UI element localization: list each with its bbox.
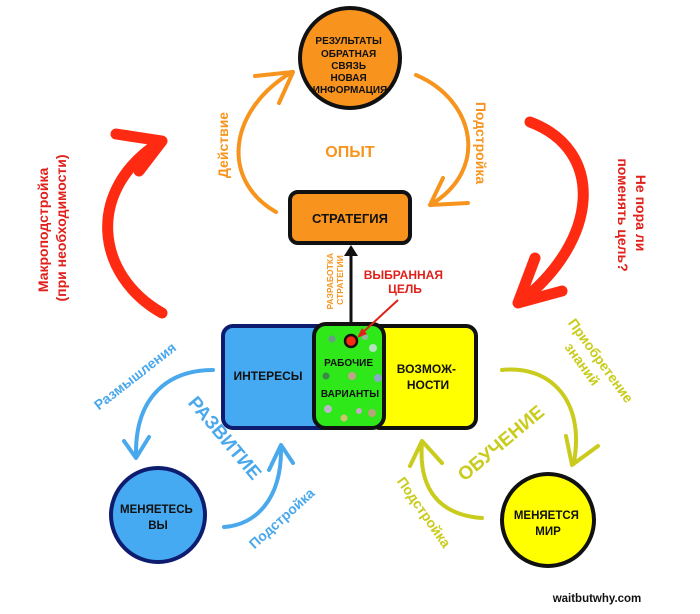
reflection-label: Размышления xyxy=(91,339,179,413)
strategy-development-line-1: РАЗРАБОТКА xyxy=(325,253,335,310)
chosen-goal-line-2: ЦЕЛЬ xyxy=(388,282,422,296)
chosen-goal: ВЫБРАННАЯ ЦЕЛЬ xyxy=(357,268,447,338)
results-line-2: ОБРАТНАЯ xyxy=(321,49,376,60)
option-dot xyxy=(328,335,336,343)
option-dots xyxy=(322,334,382,422)
growth-adjust-arrow xyxy=(222,445,284,529)
svg-text:Приобретение знаний: Приобретение знаний xyxy=(551,315,639,419)
watermark: waitbutwhy.com xyxy=(552,593,642,605)
option-dot xyxy=(348,372,356,380)
learning-adjust-arrowhead xyxy=(408,439,444,468)
options-line-2: ВАРИАНТЫ xyxy=(321,389,379,400)
world-changes-line-1: МЕНЯЕТСЯ xyxy=(514,510,579,522)
adjust-label-top: Подстройка xyxy=(473,102,489,184)
option-dot xyxy=(369,344,377,352)
option-dot xyxy=(362,334,368,340)
growth-adjust-label: Подстройка xyxy=(246,485,318,552)
action-label: Действие xyxy=(215,112,231,178)
opportunities-line-1: ВОЗМОЖ- xyxy=(397,362,456,376)
strategy-box xyxy=(288,190,412,245)
world-changes-circle xyxy=(500,472,596,568)
option-dot xyxy=(322,372,330,380)
strategy-development-arrowhead xyxy=(344,245,358,256)
macro-adjust-line-1: Макроподстройка xyxy=(35,168,51,293)
adjust-arrow xyxy=(414,73,471,207)
chosen-goal-line-1: ВЫБРАННАЯ xyxy=(364,268,443,282)
chosen-goal-pointer-head xyxy=(357,328,367,338)
change-goal-line-1: Не пора ли xyxy=(633,175,649,252)
results-line-1: РЕЗУЛЬТАТЫ xyxy=(315,36,382,47)
knowledge-arrow xyxy=(500,367,578,464)
svg-text:ВЫБРАННАЯ ЦЕЛЬ: ВЫБРАННАЯ ЦЕЛЬ xyxy=(364,268,447,296)
reflection-arrow xyxy=(133,368,215,457)
action-arrowhead xyxy=(253,70,295,105)
option-dot xyxy=(356,408,362,414)
macro-adjust-line-2: (при необходимости) xyxy=(53,154,69,301)
interests-label: ИНТЕРЕСЫ xyxy=(233,369,302,383)
knowledge-arrowhead xyxy=(564,434,600,467)
action-arrow xyxy=(236,70,294,214)
strategy-label: СТРАТЕГИЯ xyxy=(312,211,388,226)
you-change-line-1: МЕНЯЕТЕСЬ xyxy=(120,504,193,516)
svg-text:РЕЗУЛЬТАТЫ ОБРАТНАЯ: РЕЗУЛЬТАТЫ ОБРАТНАЯ СВЯЗЬ НОВАЯ ИНФОРМАЦ… xyxy=(313,36,388,96)
learning-adjust-label: Подстройка xyxy=(394,474,454,551)
macro-adjust: Макроподстройка (при необходимости) xyxy=(35,128,168,319)
svg-text:МЕНЯЕТСЯ МИР: МЕНЯЕТСЯ МИР xyxy=(514,510,582,538)
results-circle xyxy=(298,6,402,110)
svg-text:РАБОЧИЕ ВАРИАНТЫ: РАБОЧИЕ ВАРИАНТЫ xyxy=(321,358,379,400)
svg-text:МЕНЯЕТЕСЬ ВЫ: МЕНЯЕТЕСЬ ВЫ xyxy=(120,504,196,532)
experience-label: ОПЫТ xyxy=(325,144,375,161)
macro-adjust-arrowhead xyxy=(110,128,168,177)
change-goal-line-2: поменять цель? xyxy=(615,158,631,271)
macro-adjust-arrow xyxy=(102,136,168,319)
option-dot xyxy=(368,409,376,417)
world-changes-line-2: МИР xyxy=(535,526,561,538)
experience-cycle: РЕЗУЛЬТАТЫ ОБРАТНАЯ СВЯЗЬ НОВАЯ ИНФОРМАЦ… xyxy=(215,6,489,245)
option-dot xyxy=(340,414,348,422)
you-change-line-2: ВЫ xyxy=(148,520,168,532)
options-line-1: РАБОЧИЕ xyxy=(324,358,373,369)
growth-adjust-arrowhead xyxy=(267,443,295,472)
results-line-3: СВЯЗЬ xyxy=(331,61,366,72)
svg-text:Макроподстройка (при нео: Макроподстройка (при необходимости) xyxy=(35,154,69,301)
svg-text:ВОЗМОЖ- НОСТИ: ВОЗМОЖ- НОСТИ xyxy=(397,362,460,392)
learning-adjust-arrow xyxy=(419,440,484,520)
option-dot xyxy=(374,374,382,382)
svg-text:Не пора ли поменять цель: Не пора ли поменять цель? xyxy=(615,158,649,271)
reflection-arrowhead xyxy=(122,435,151,460)
change-goal-arrow xyxy=(514,116,589,308)
opportunities-line-2: НОСТИ xyxy=(407,378,449,392)
svg-text:РАЗРАБОТКА СТРАТЕГИИ: РАЗРАБОТКА СТРАТЕГИИ xyxy=(325,250,345,309)
change-goal-arrowhead xyxy=(512,252,568,309)
results-line-5: ИНФОРМАЦИЯ xyxy=(313,85,388,96)
chosen-goal-pointer xyxy=(359,299,399,336)
you-change-circle xyxy=(109,466,207,564)
results-line-4: НОВАЯ xyxy=(331,73,367,84)
core-boxes: ИНТЕРЕСЫ ВОЗМОЖ- НОСТИ РАБОЧИЕ ВАРИАНТЫ xyxy=(221,322,478,430)
strategy-development-line-2: СТРАТЕГИИ xyxy=(335,255,345,305)
adjust-arrowhead xyxy=(428,176,470,207)
change-goal: Не пора ли поменять цель? xyxy=(512,116,649,309)
chosen-goal-dot xyxy=(343,333,359,349)
option-dot xyxy=(324,405,332,413)
